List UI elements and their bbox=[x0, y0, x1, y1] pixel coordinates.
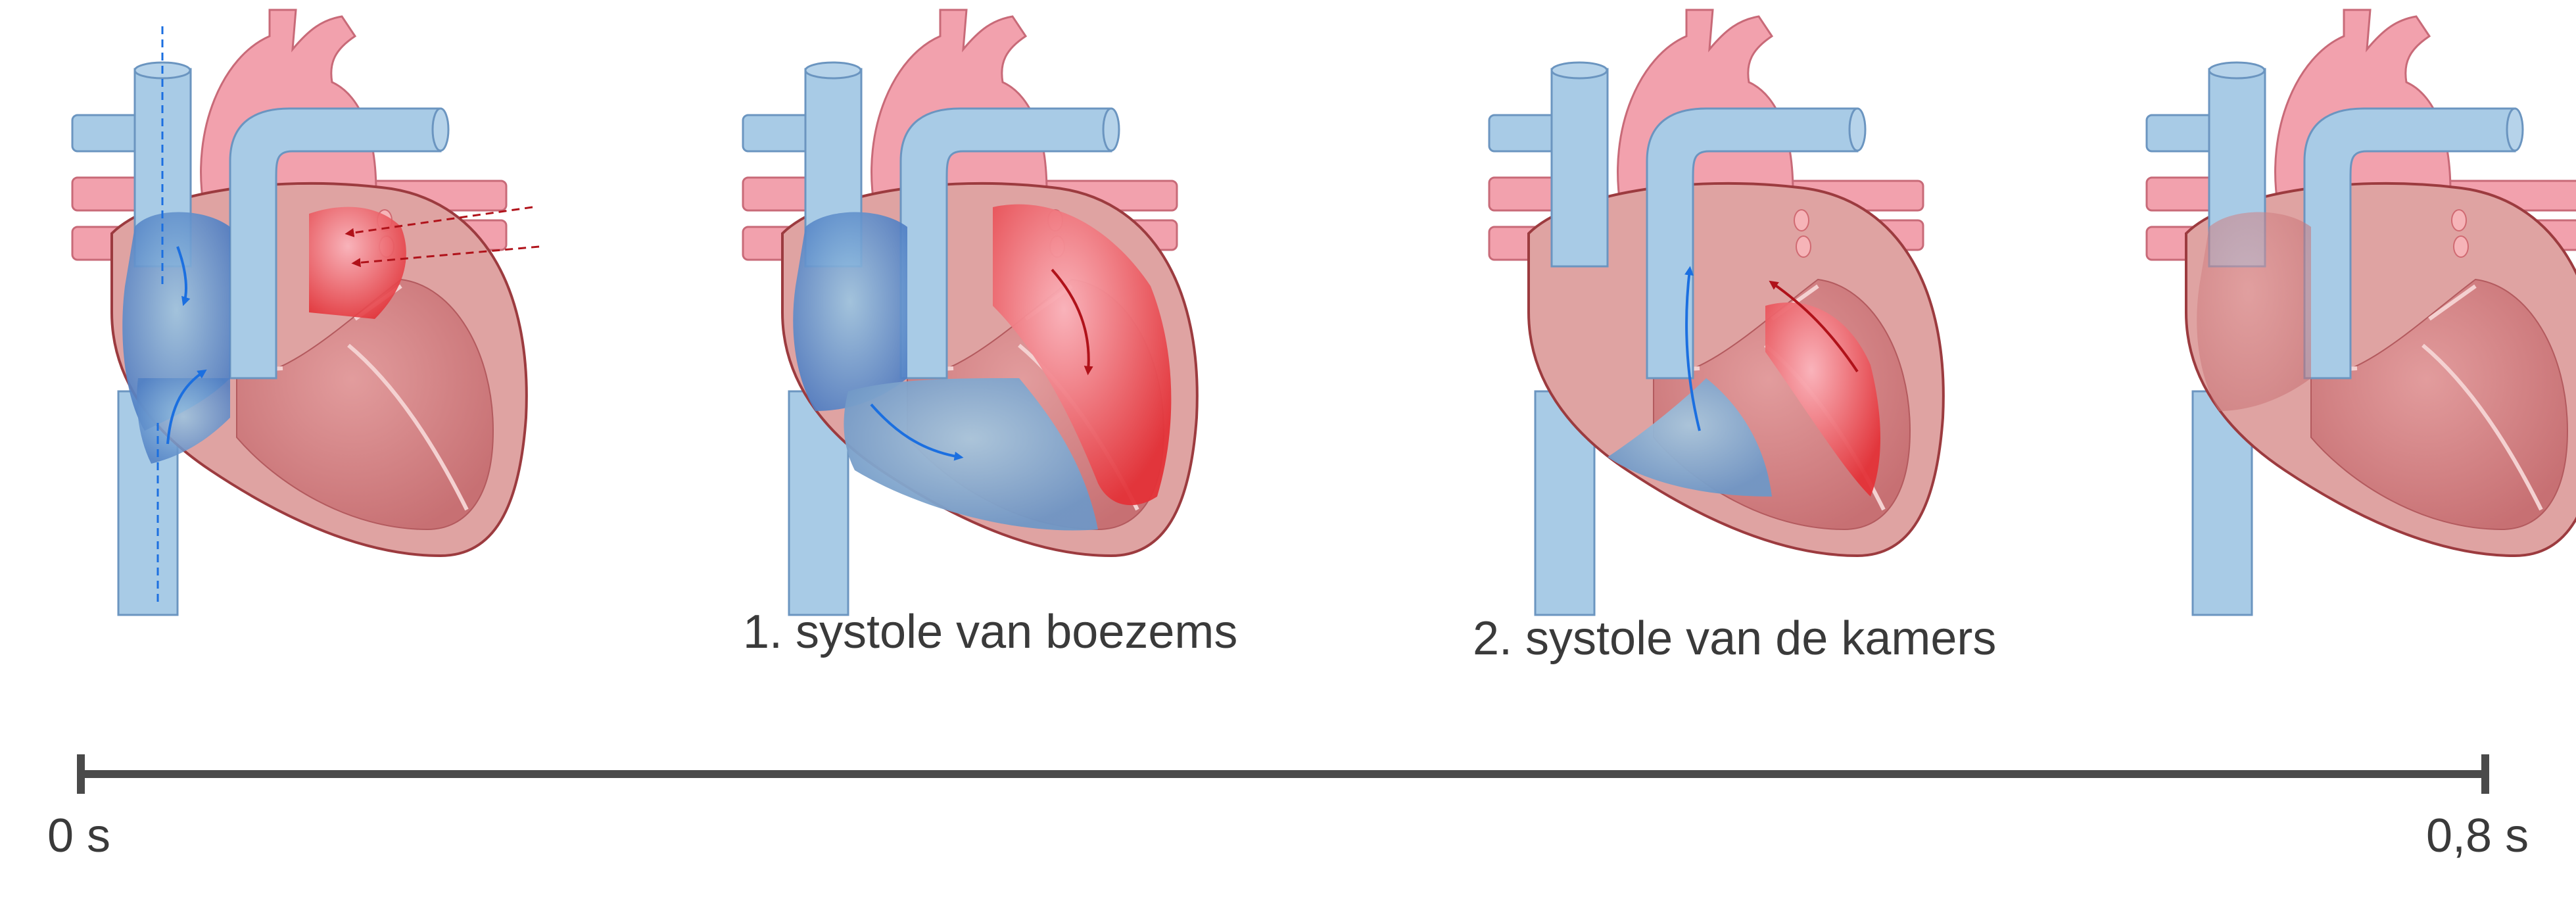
timeline-end-label: 0,8 s bbox=[2426, 810, 2529, 862]
timeline: 0 s 0,8 s bbox=[47, 754, 2529, 862]
heart-phase-diastole bbox=[72, 10, 540, 615]
heart-phase-atrial-systole bbox=[743, 10, 1197, 615]
heart-phase-relaxed bbox=[2147, 10, 2576, 615]
timeline-start-label: 0 s bbox=[47, 810, 110, 862]
phase-label-ventricular-systole: 2. systole van de kamers bbox=[1473, 612, 1996, 665]
heart-phase-ventricular-systole bbox=[1489, 10, 1944, 615]
phase-label-atrial-systole: 1. systole van boezems bbox=[743, 606, 1237, 658]
